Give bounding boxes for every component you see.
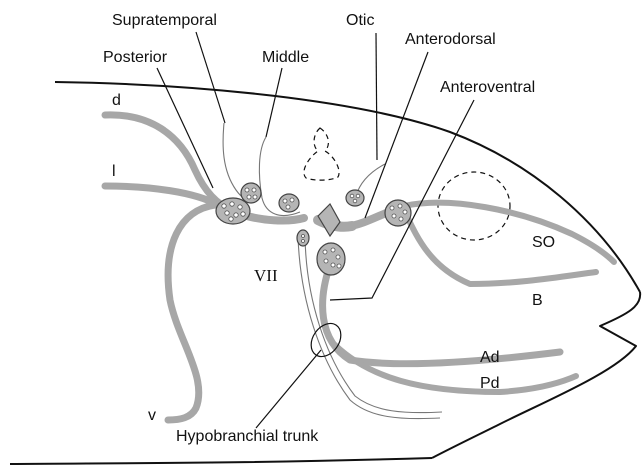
leader-otic — [376, 33, 377, 160]
label-pd: Pd — [480, 375, 500, 392]
label-hypobranchial-trunk: Hypobranchial trunk — [176, 428, 319, 445]
ear-dashed-outline — [304, 128, 339, 180]
lateral-posterior-nerve — [105, 186, 218, 205]
label-l: l — [112, 163, 116, 180]
middle-ganglion — [241, 183, 261, 203]
head-outline-mouth — [432, 292, 640, 458]
label-vii: VII — [254, 266, 278, 285]
supraorbital-nerve — [404, 203, 614, 262]
posterior-ganglion — [216, 198, 250, 224]
label-d: d — [112, 92, 121, 109]
leader-supratemporal — [196, 32, 225, 123]
label-anteroventral: Anteroventral — [440, 79, 535, 96]
label-v: v — [148, 407, 156, 424]
ventral-posterior-nerve — [168, 205, 215, 420]
label-ad: Ad — [480, 349, 500, 366]
label-b: B — [532, 292, 543, 309]
label-posterior: Posterior — [103, 49, 168, 66]
label-middle: Middle — [262, 49, 309, 66]
leader-middle — [266, 68, 282, 137]
hypobranchial-ganglion — [297, 230, 309, 246]
supratemporal-ganglion — [279, 194, 299, 212]
anteroventral-ganglion — [317, 243, 345, 275]
label-so: SO — [532, 234, 555, 251]
leader-anterodorsal — [365, 52, 428, 218]
otic-ganglion — [346, 190, 364, 206]
label-anterodorsal: Anterodorsal — [405, 31, 496, 48]
head-outline-ventral — [10, 458, 432, 464]
dorsal-posterior-nerve — [105, 115, 232, 210]
anterodorsal-ganglion — [385, 200, 411, 226]
label-otic: Otic — [346, 12, 374, 29]
buccal-nerve — [406, 214, 596, 284]
label-supratemporal: Supratemporal — [112, 12, 217, 29]
leader-hypobranchial — [256, 350, 321, 428]
